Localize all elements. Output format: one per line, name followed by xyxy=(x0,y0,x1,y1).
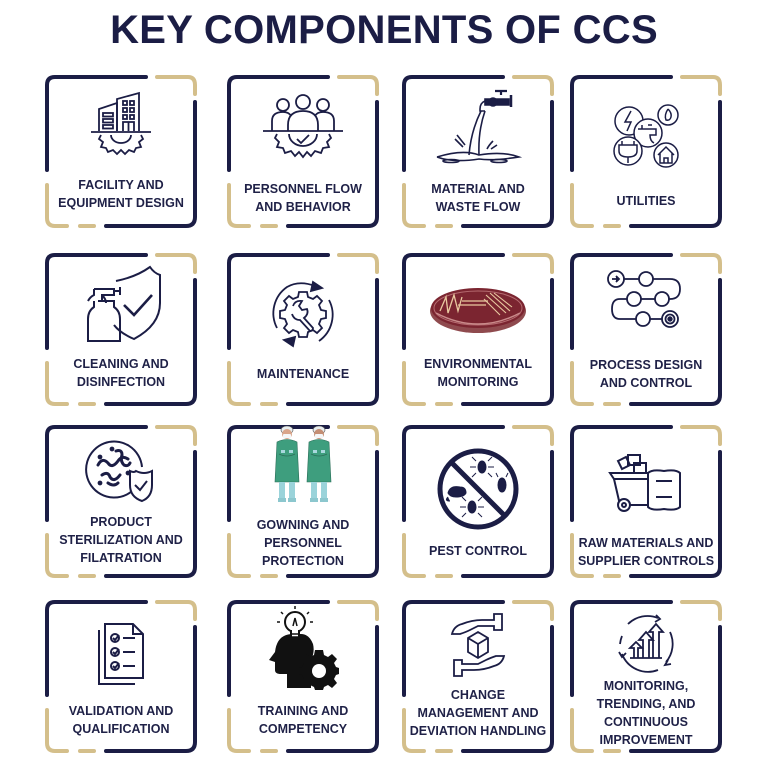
spray-shield-icon xyxy=(45,263,197,345)
gowned-personnel-icon xyxy=(227,422,379,506)
card-label: PEST CONTROL xyxy=(429,544,527,558)
no-pests-icon xyxy=(402,447,554,531)
checklist-documents-icon xyxy=(45,622,197,688)
petri-dish-icon xyxy=(402,283,554,335)
trend-cycle-icon xyxy=(570,614,722,674)
faucet-flow-icon xyxy=(402,87,554,164)
people-gear-icon xyxy=(227,94,379,161)
card-maintenance: MAINTENANCE xyxy=(227,253,379,406)
cart-sack-icon xyxy=(570,453,722,515)
card-label: UTILITIES xyxy=(616,194,676,208)
wrench-gear-cycle-icon xyxy=(227,278,379,350)
process-flow-icon xyxy=(570,269,722,341)
head-bulb-gear-icon xyxy=(227,604,379,690)
card-label: MAINTENANCE xyxy=(256,367,350,381)
bacteria-shield-icon xyxy=(45,439,197,503)
card-pest-control: PEST CONTROL xyxy=(402,425,554,578)
hands-cube-icon xyxy=(402,612,554,678)
card-utilities: UTILITIES xyxy=(570,75,722,228)
utilities-icon xyxy=(570,103,722,169)
building-gear-icon xyxy=(45,91,197,157)
page-title: KEY COMPONENTS OF CCS xyxy=(110,8,658,52)
